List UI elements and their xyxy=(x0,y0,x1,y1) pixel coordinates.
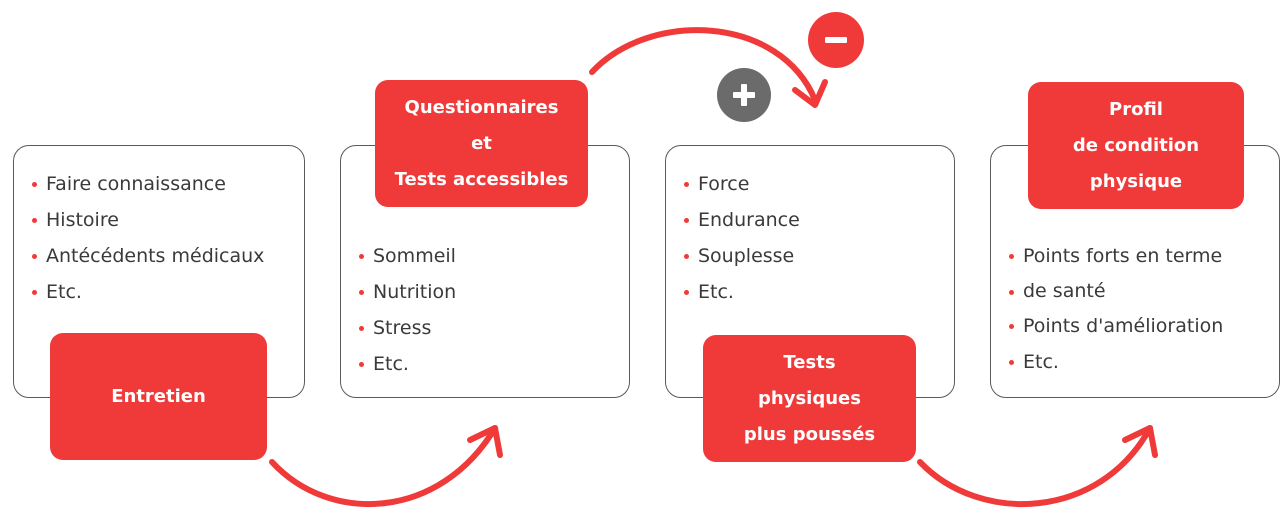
step-title-questionnaires: Questionnaires et Tests accessibles xyxy=(375,80,588,207)
step-item: Endurance xyxy=(684,202,800,238)
step-title-line: et xyxy=(471,132,492,154)
step-item-list: Sommeil Nutrition Stress Etc. xyxy=(359,238,456,382)
plus-icon xyxy=(717,68,771,122)
step-title-line: physiques xyxy=(758,387,861,409)
step-item: Etc. xyxy=(1009,344,1223,380)
step-title-line: Tests accessibles xyxy=(394,168,569,190)
minus-icon xyxy=(808,12,864,68)
step-title-fitness-profile: Profil de condition physique xyxy=(1028,82,1244,209)
step-item: Etc. xyxy=(359,346,456,382)
curved-arrow-icon xyxy=(917,425,1158,508)
curved-arrow-icon xyxy=(589,27,828,108)
step-item: Points d'amélioration xyxy=(1009,308,1223,344)
step-item-text: de santé xyxy=(1023,280,1106,302)
step-item-continuation: de santé xyxy=(1009,274,1223,308)
step-title-line: Questionnaires xyxy=(404,96,559,118)
step-title-line: plus poussés xyxy=(743,423,876,445)
step-item: Histoire xyxy=(32,202,264,238)
step-item: Sommeil xyxy=(359,238,456,274)
step-item: Stress xyxy=(359,310,456,346)
step-item: Etc. xyxy=(32,274,264,310)
step-item: Faire connaissance xyxy=(32,166,264,202)
step-title-line: de condition xyxy=(1072,134,1200,156)
step-item: Nutrition xyxy=(359,274,456,310)
curved-arrow-icon xyxy=(269,425,503,508)
step-item: Souplesse xyxy=(684,238,800,274)
step-title-interview: Entretien xyxy=(50,333,267,460)
step-item-list: Force Endurance Souplesse Etc. xyxy=(684,166,800,310)
step-item: Points forts en terme xyxy=(1009,238,1223,274)
step-title-line: Tests xyxy=(783,351,836,373)
step-item: Antécédents médicaux xyxy=(32,238,264,274)
step-title-line: Entretien xyxy=(111,385,206,407)
step-title-line: Profil xyxy=(1109,98,1163,120)
step-item-list: Faire connaissance Histoire Antécédents … xyxy=(32,166,264,310)
step-item: Force xyxy=(684,166,800,202)
step-title-line: physique xyxy=(1089,170,1183,192)
step-item-list: Points forts en terme de santé Points d'… xyxy=(1009,238,1223,380)
step-item: Etc. xyxy=(684,274,800,310)
step-title-physical-tests: Tests physiques plus poussés xyxy=(703,335,916,462)
